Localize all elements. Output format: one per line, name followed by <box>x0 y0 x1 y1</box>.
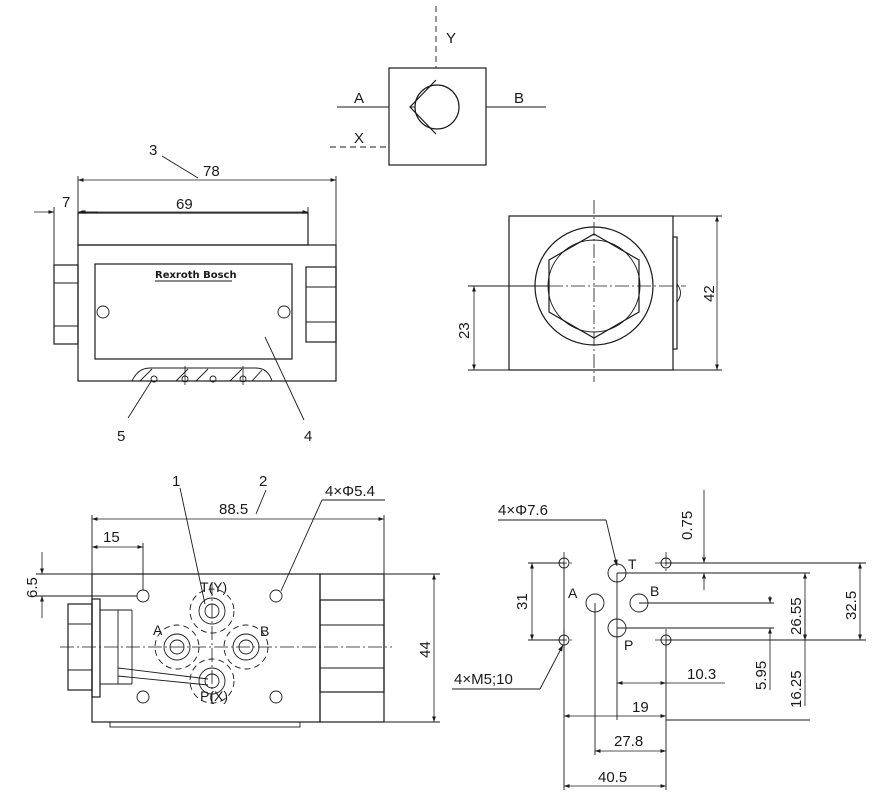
pattern-port-holes-note: 4×Φ7.6 <box>498 502 548 519</box>
bottom-port-b: B <box>260 623 269 639</box>
dim-offset: 7 <box>62 194 70 211</box>
dim-40-5: 40.5 <box>598 769 627 786</box>
callout-2: 2 <box>259 473 267 490</box>
symbol-port-x: X <box>354 130 364 147</box>
bottom-holes-note: 4×Φ5.4 <box>325 483 375 500</box>
dim-31: 31 <box>514 593 531 610</box>
dim-body-length: 69 <box>176 196 193 213</box>
bottom-port-a: A <box>153 622 163 638</box>
bottom-view: T(Y) A B P(X) 88.5 15 6.5 44 1 2 4×Φ5.4 <box>24 473 440 728</box>
pattern-port-a: A <box>568 585 578 601</box>
nameplate-logo: Rexroth Bosch <box>155 270 237 281</box>
dim-bottom-6-5: 6.5 <box>24 577 41 598</box>
dim-16-25: 16.25 <box>788 670 805 708</box>
bottom-port-t: T(Y) <box>200 579 227 595</box>
callout-5: 5 <box>117 428 125 445</box>
pattern-port-t: T <box>628 556 637 572</box>
dim-32-5: 32.5 <box>843 591 860 620</box>
dim-bottom-15: 15 <box>103 529 120 546</box>
pattern-thread-note: 4×M5;10 <box>454 671 513 688</box>
symbol-port-y: Y <box>446 30 456 47</box>
nameplate <box>94 263 293 360</box>
dim-bottom-length: 88.5 <box>219 501 248 518</box>
dim-side-center: 23 <box>456 322 473 339</box>
dim-26-55: 26.55 <box>788 597 805 635</box>
symbol-port-b: B <box>514 90 524 107</box>
callout-4: 4 <box>304 428 312 445</box>
dim-0-75: 0.75 <box>679 511 696 540</box>
front-view: Rexroth Bosch 78 69 7 3 4 5 <box>34 142 337 445</box>
dim-overall-length: 78 <box>203 163 220 180</box>
hydraulic-symbol: Y A B X <box>330 6 546 166</box>
dim-5-95: 5.95 <box>753 661 770 690</box>
dim-bottom-44: 44 <box>417 641 434 658</box>
symbol-port-a: A <box>354 90 364 107</box>
side-view: 42 23 <box>456 200 722 382</box>
callout-3: 3 <box>149 142 157 159</box>
dim-10-3: 10.3 <box>687 666 716 683</box>
dim-19: 19 <box>632 699 649 716</box>
callout-1: 1 <box>172 473 180 490</box>
pattern-port-b: B <box>650 583 659 599</box>
dim-27-8: 27.8 <box>614 733 643 750</box>
dim-side-height: 42 <box>701 285 718 302</box>
bottom-port-p: P(X) <box>200 688 228 704</box>
port-pattern: T A B P 0.75 31 26.55 32.5 5.95 16.25 10… <box>452 490 866 790</box>
pattern-port-p: P <box>624 637 633 653</box>
